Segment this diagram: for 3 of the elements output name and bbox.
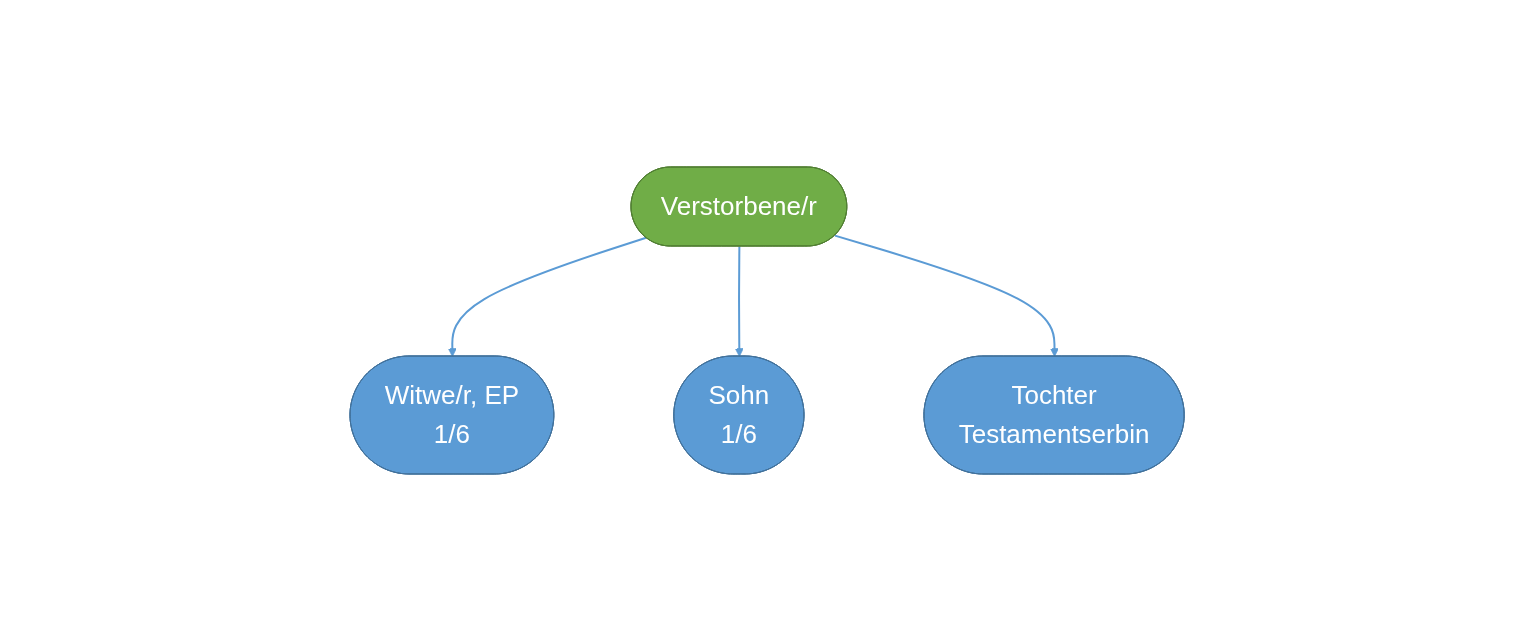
arrow	[735, 245, 745, 357]
arrow	[448, 236, 648, 357]
arrow	[834, 234, 1060, 357]
